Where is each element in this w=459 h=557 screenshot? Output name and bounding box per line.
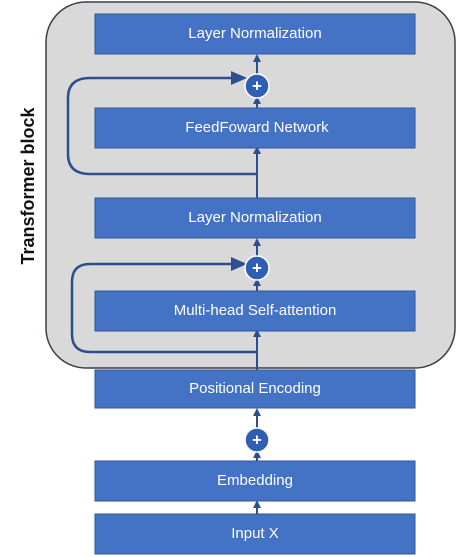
input-x-label: Input X	[231, 525, 279, 542]
feedforward-network-label: FeedFoward Network	[185, 119, 329, 136]
residual-connection-feedforward	[66, 71, 257, 176]
add-node-top: +	[244, 73, 270, 99]
transformer-block-container	[45, 1, 456, 369]
add-node-middle: +	[244, 255, 270, 281]
layer-normalization-top-block: Layer Normalization	[94, 13, 416, 55]
embedding-block: Embedding	[94, 460, 416, 502]
multi-head-self-attention-label: Multi-head Self-attention	[174, 302, 337, 319]
feedforward-network-block: FeedFoward Network	[94, 107, 416, 149]
embedding-label: Embedding	[217, 472, 293, 489]
positional-encoding-label: Positional Encoding	[189, 380, 321, 397]
add-node-bottom: +	[244, 427, 270, 453]
layer-normalization-mid-label: Layer Normalization	[188, 209, 321, 226]
add-node-middle-symbol: +	[252, 258, 262, 277]
add-node-bottom-symbol: +	[252, 430, 262, 449]
positional-encoding-block: Positional Encoding	[94, 369, 416, 409]
layer-normalization-top-label: Layer Normalization	[188, 25, 321, 42]
multi-head-self-attention-block: Multi-head Self-attention	[94, 290, 416, 332]
add-node-top-symbol: +	[252, 76, 262, 95]
input-x-block: Input X	[94, 513, 416, 555]
transformer-block-label: Transformer block	[18, 106, 38, 264]
layer-normalization-mid-block: Layer Normalization	[94, 197, 416, 239]
residual-connection-attention	[70, 257, 257, 354]
